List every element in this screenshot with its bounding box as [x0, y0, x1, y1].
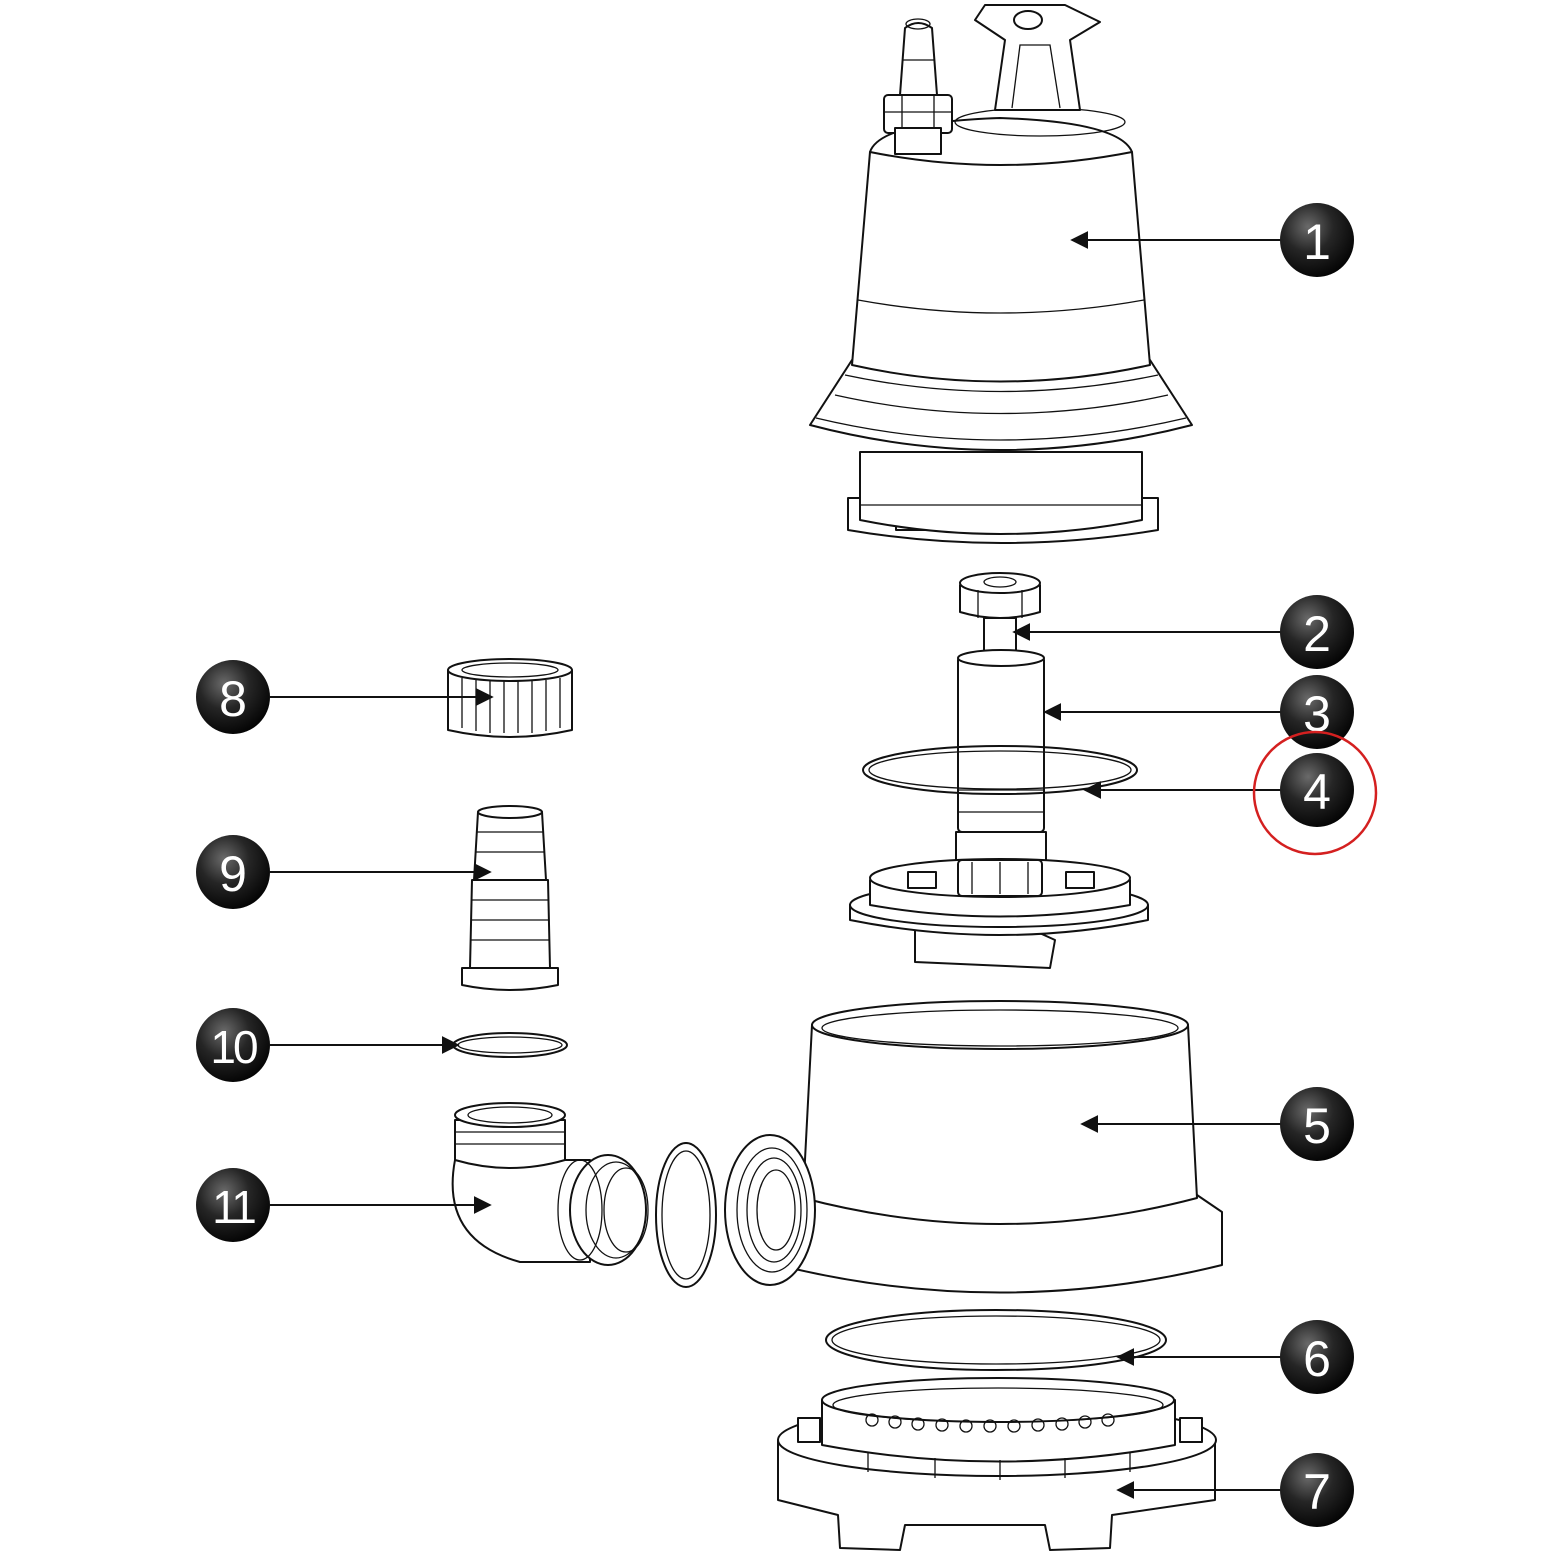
rotor-shaft	[955, 649, 1047, 863]
callout-label-9: 9	[219, 846, 247, 902]
union-nut	[447, 658, 573, 738]
callout-label-4: 4	[1303, 764, 1331, 820]
callout-badge-10: 10	[196, 1008, 270, 1082]
callout-badge-8: 8	[196, 660, 270, 734]
callout-label-5: 5	[1303, 1098, 1331, 1154]
o-ring-large	[862, 745, 1138, 795]
callout-badge-11: 11	[196, 1168, 270, 1242]
callout-badge-2: 2	[1280, 595, 1354, 669]
impeller-assembly	[849, 858, 1149, 969]
strainer-holes	[865, 1413, 1115, 1433]
o-ring-small	[452, 1032, 568, 1058]
callout-badge-7: 7	[1280, 1453, 1354, 1527]
callout-label-1: 1	[1303, 214, 1331, 270]
shaft-nut	[959, 572, 1041, 657]
pump-casing	[724, 1000, 1223, 1294]
callout-label-11: 11	[212, 1181, 255, 1233]
callout-label-10: 10	[210, 1021, 257, 1073]
callout-label-7: 7	[1303, 1464, 1331, 1520]
callout-label-2: 2	[1303, 606, 1331, 662]
o-ring-outlet	[655, 1142, 717, 1288]
callout-badge-9: 9	[196, 835, 270, 909]
callout-badge-6: 6	[1280, 1320, 1354, 1394]
highlight-ring	[1252, 730, 1378, 856]
callout-badge-1: 1	[1280, 203, 1354, 277]
hose-tail	[461, 805, 559, 991]
leader-lines	[270, 231, 1282, 1499]
callout-badge-5: 5	[1280, 1087, 1354, 1161]
callout-label-8: 8	[219, 671, 247, 727]
strainer-base	[777, 1377, 1217, 1551]
motor-housing	[809, 4, 1193, 544]
callout-badge-4: 4	[1252, 730, 1378, 856]
elbow-fitting	[451, 1102, 649, 1266]
callout-label-6: 6	[1303, 1331, 1331, 1387]
o-ring-base	[825, 1309, 1167, 1371]
